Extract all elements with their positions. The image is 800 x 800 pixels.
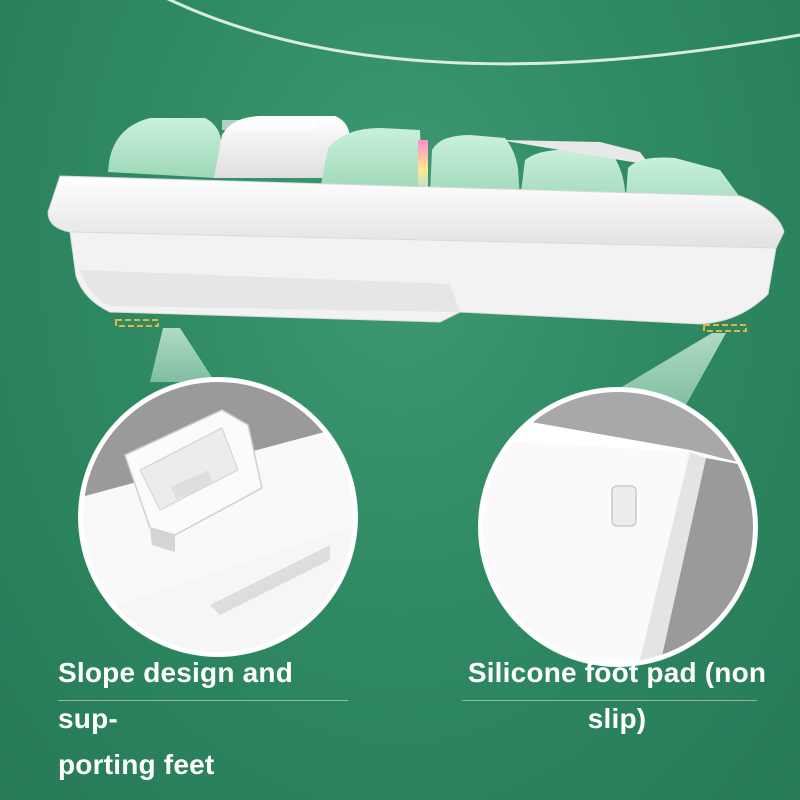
foot-marker-left xyxy=(115,319,159,327)
decorative-arc xyxy=(166,0,800,66)
caption-divider-left xyxy=(58,700,348,701)
caption-divider-right xyxy=(462,700,757,701)
detail-circle-feet xyxy=(78,377,358,657)
detail-circle-pad xyxy=(478,387,758,667)
feature-caption-feet: Slope design and sup- porting feet xyxy=(58,650,358,788)
caption-feet-line2: porting feet xyxy=(58,749,215,780)
callout-beam-left xyxy=(150,328,215,382)
foot-marker-right xyxy=(703,324,747,332)
caption-pad-line1: Silicone foot pad (non xyxy=(467,657,767,688)
feature-caption-pad: Silicone foot pad (non slip) xyxy=(462,650,772,742)
silicone-pad xyxy=(611,485,637,527)
keyboard xyxy=(47,116,785,332)
caption-feet-line1: Slope design and sup- xyxy=(58,657,294,734)
caption-pad-line2: slip) xyxy=(587,703,647,734)
